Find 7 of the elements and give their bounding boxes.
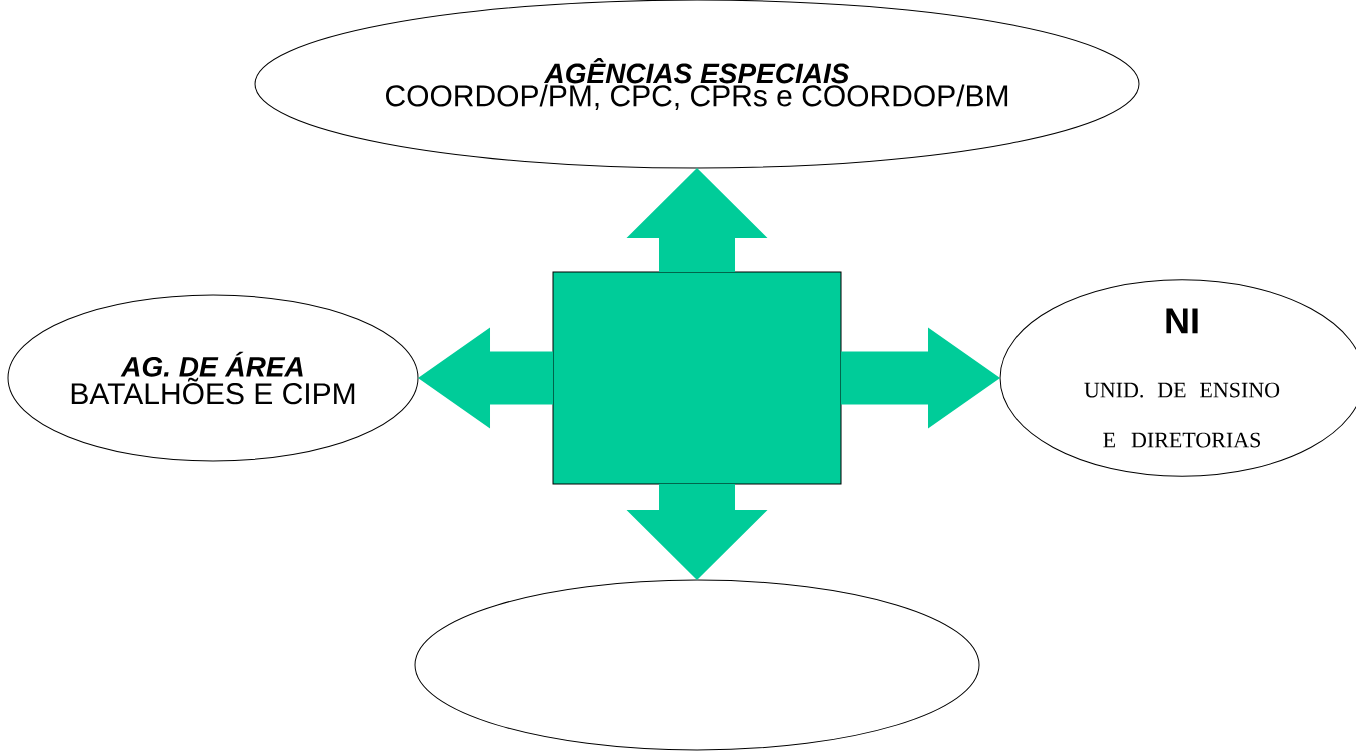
empty-ellipse (414, 579, 980, 751)
block-arrow (626, 168, 768, 272)
block-arrow (418, 327, 553, 429)
ellipse-box: AG. DE ÁREA BATALHÕES E CIPM (7, 294, 419, 462)
cross-body (552, 271, 842, 485)
block-arrow (626, 484, 768, 580)
block-arrow (841, 327, 1000, 429)
